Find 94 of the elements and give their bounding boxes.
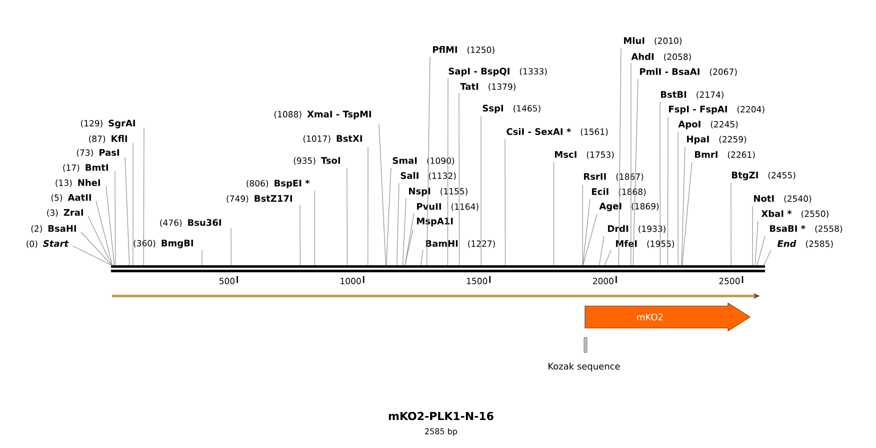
site-label: HpaI (2259) <box>687 136 746 144</box>
leader-line <box>88 216 112 266</box>
site-label: (2) BsaHI <box>31 225 76 233</box>
site-label: FspI - FspAI (2204) <box>669 106 764 114</box>
leader-line <box>346 168 348 266</box>
site-label: CsiI - SexAI * (1561) <box>506 128 608 136</box>
title: mKO2-PLK1-N-16 <box>388 412 494 420</box>
leader-line <box>582 198 590 266</box>
site-label: BstBI (2174) <box>661 91 724 99</box>
site-label: BtgZI (2455) <box>732 172 796 180</box>
site-label: RsrII (1867) <box>584 173 644 181</box>
site-label: MfeI (1955) <box>616 240 674 248</box>
site-label: (476) Bsu36I <box>160 219 221 227</box>
site-label: SalI (1132) <box>400 172 456 180</box>
leader-line <box>378 124 386 266</box>
leader-line <box>582 184 583 266</box>
site-label: (73) PasI <box>76 149 119 157</box>
leader-line <box>80 232 112 266</box>
site-label: EciI (1868) <box>592 188 646 196</box>
leader-line <box>681 146 686 266</box>
leader-line <box>404 212 414 266</box>
leader-line <box>730 182 732 266</box>
leader-line <box>682 162 692 266</box>
site-label: PflMI (1250) <box>433 46 494 54</box>
leader-line <box>599 236 604 266</box>
site-label: SspI (1465) <box>482 104 540 114</box>
leader-line <box>447 78 448 266</box>
site-label: (129) SgrAI <box>81 120 135 128</box>
tick-label: 2500 <box>719 278 740 284</box>
site-label: (360) BmgBI <box>134 240 193 248</box>
leader-line <box>764 250 772 266</box>
leader-line <box>458 92 460 266</box>
leader-line <box>604 250 612 266</box>
site-label: (1017) BstXI <box>303 135 362 143</box>
leader-line <box>618 48 622 266</box>
leader-line <box>504 138 506 266</box>
leader-line <box>106 186 115 266</box>
leader-line <box>420 250 424 266</box>
site-label: NspI (1155) <box>409 188 468 196</box>
feature-mark <box>584 337 588 353</box>
leader-line <box>132 142 134 266</box>
leader-line <box>754 220 758 266</box>
leader-line <box>386 168 392 266</box>
leader-line <box>314 190 315 266</box>
leader-line <box>402 198 406 266</box>
site-label: AgeI (1869) <box>599 202 659 212</box>
leader-line <box>404 228 414 266</box>
leader-line <box>124 156 130 266</box>
site-label: (935) TsoI <box>294 157 340 165</box>
site-label: TatI (1379) <box>460 83 516 91</box>
caption: 2585 bp <box>425 428 458 436</box>
leader-line <box>230 228 232 266</box>
leader-line <box>752 206 753 266</box>
backbone-line <box>110 265 766 272</box>
site-label: XbaI * (2550) <box>761 210 828 218</box>
site-label: (17) BmtI <box>63 164 108 172</box>
site-label: SmaI (1090) <box>392 157 454 165</box>
feature-label: Kozak sequence <box>548 362 620 372</box>
site-label: BmrI (2261) <box>695 151 755 159</box>
leader-line <box>756 236 766 266</box>
tick-label: 2000 <box>593 278 614 284</box>
leader-line <box>72 246 112 266</box>
leader-line <box>630 62 632 266</box>
site-label: MspA1I <box>417 218 453 226</box>
gene-feature: mKO2 <box>584 302 751 332</box>
leader-line <box>480 116 482 266</box>
leader-line <box>582 214 598 266</box>
site-label: (0) Start <box>26 240 69 248</box>
leader-line <box>632 78 638 266</box>
leader-line <box>114 170 116 266</box>
leader-line <box>143 128 144 266</box>
site-label: MscI (1753) <box>555 151 614 159</box>
leader-line <box>396 182 400 266</box>
site-label: (87) KflI <box>89 135 127 143</box>
site-label: (1088) XmaI - TspMI <box>274 110 371 120</box>
site-label: AhdI (2058) <box>631 53 691 61</box>
site-label: SapI - BspQI (1333) <box>448 68 547 76</box>
site-label: (5) AatII <box>51 194 91 202</box>
site-label: PmlI - BsaAI (2067) <box>640 68 737 76</box>
site-label: DrdI (1933) <box>608 225 666 233</box>
site-label: ApoI (2245) <box>678 120 738 130</box>
site-label: BsaBI * (2558) <box>770 225 842 233</box>
site-label: MluI (2010) <box>624 37 682 45</box>
site-label: (13) NheI <box>56 179 100 187</box>
site-label: (749) BstZ17I <box>226 195 292 203</box>
site-label: PvuII (1164) <box>417 203 478 211</box>
leader-line <box>426 56 430 266</box>
site-label: (806) BspEI * <box>246 180 310 188</box>
leader-line <box>96 200 113 266</box>
site-label: End (2585) <box>777 240 833 248</box>
leader-line <box>667 116 668 266</box>
site-label: NotI (2540) <box>754 195 812 203</box>
site-label: (3) ZraI <box>47 209 83 217</box>
site-label: BamHI (1227) <box>426 240 495 248</box>
